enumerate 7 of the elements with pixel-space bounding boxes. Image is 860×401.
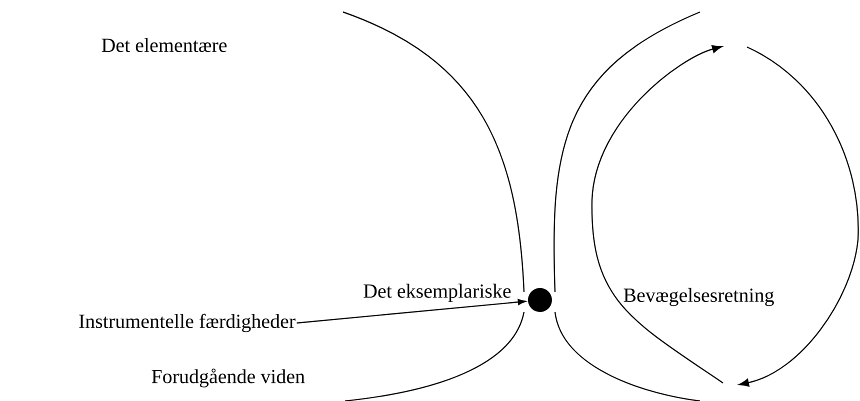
blob [528,288,552,312]
label: Det elementære [102,38,227,52]
label: Forudgående viden [152,368,305,388]
arrow [296,298,526,324]
label: Bevægelsesretning [624,288,774,306]
node-caption: Det eksemplariske [364,284,511,302]
node-text: Instrumentelle færdigheder [79,314,296,332]
